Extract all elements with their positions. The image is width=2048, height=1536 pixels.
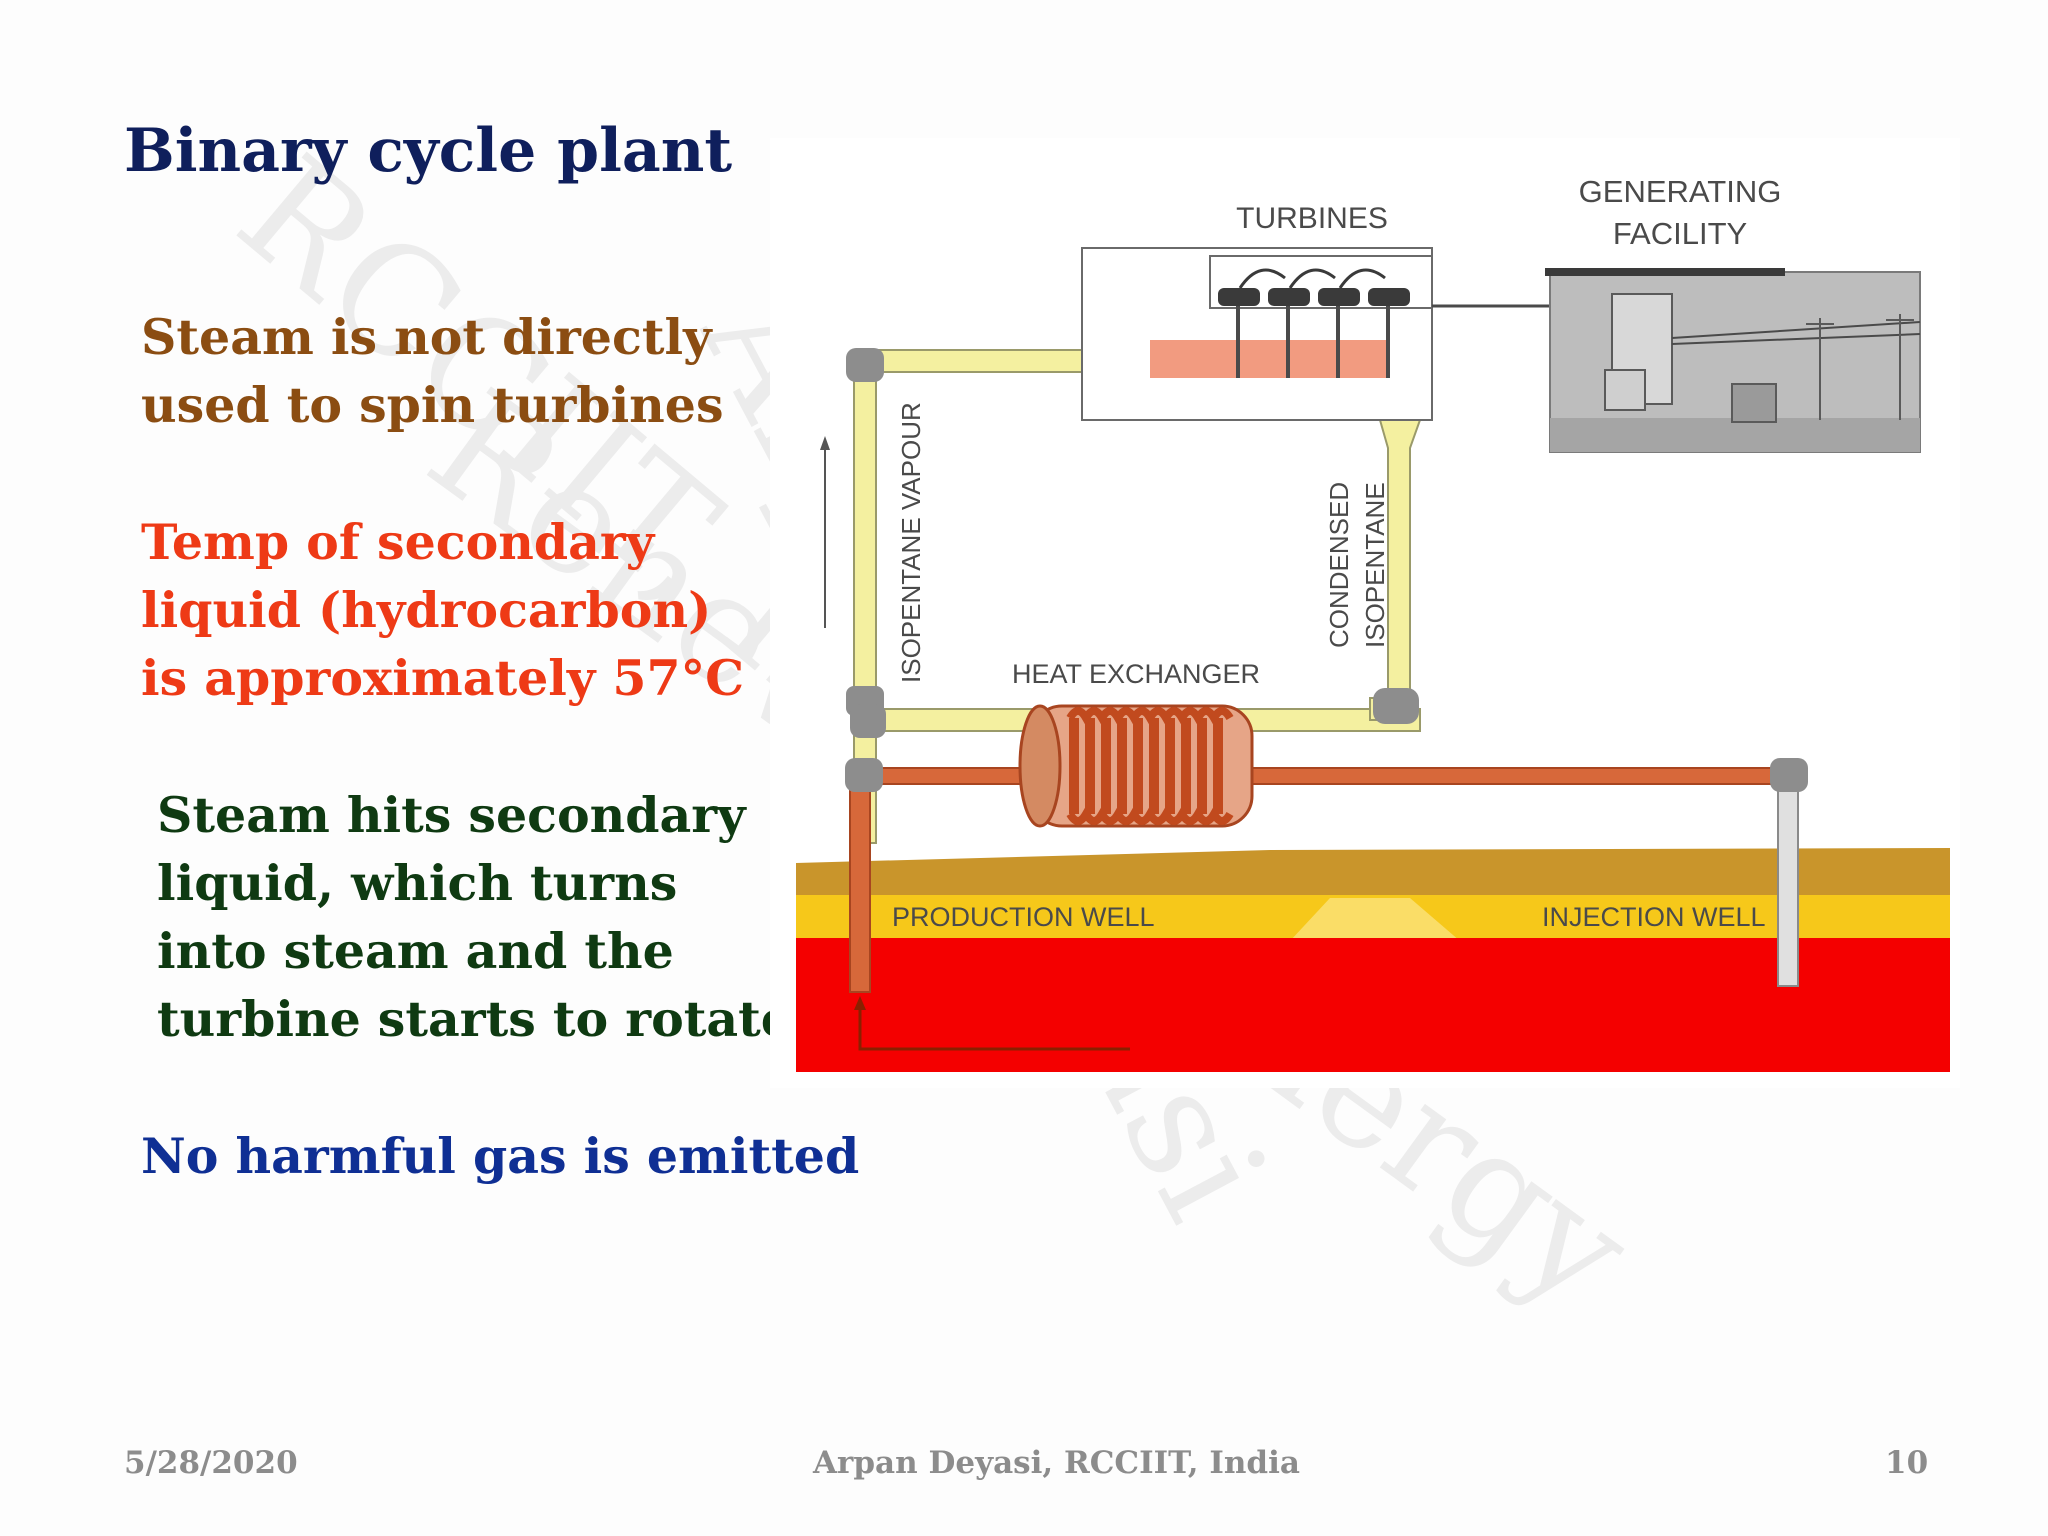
footer-author: Arpan Deyasi, RCCIIT, India xyxy=(813,1445,1300,1481)
bullet-line: No harmful gas is emitted xyxy=(141,1127,860,1185)
bullet-line: liquid, which turns xyxy=(157,854,678,912)
binary-cycle-diagram: TURBINES GENERATING FACILITY ISOPENTANE … xyxy=(770,138,1960,1088)
condensed-isopentane-label-line1: CONDENSED xyxy=(1324,482,1354,648)
bullet-line: Steam hits secondary xyxy=(157,786,746,844)
generating-facility-label-line1: GENERATING xyxy=(1579,174,1782,209)
ground-brown-layer xyxy=(796,848,1950,898)
bullet-line: liquid (hydrocarbon) xyxy=(141,581,712,639)
bullet-line: turbine starts to rotate xyxy=(157,990,792,1048)
transformer-unit xyxy=(1731,383,1777,423)
generating-facility-label-line2: FACILITY xyxy=(1613,216,1747,251)
injection-well-pipe xyxy=(1777,763,1799,987)
pipe-elbow xyxy=(845,758,883,792)
bullet-steam-hits-liquid: Steam hits secondary liquid, which turns… xyxy=(157,781,792,1053)
generating-facility-floor xyxy=(1550,418,1920,452)
generator-unit xyxy=(1604,369,1646,411)
hot-brine-pipe xyxy=(865,767,1787,785)
bullet-line: is approximately 57°C xyxy=(141,649,745,707)
pipe-elbow xyxy=(1373,688,1419,724)
heat-exchanger xyxy=(1018,704,1254,828)
heat-glow xyxy=(1290,898,1460,941)
vapour-flow-arrow-head xyxy=(820,436,830,450)
flow-arrow-head xyxy=(854,996,866,1010)
turbine-units xyxy=(1218,268,1410,378)
bullet-line: Steam is not directly xyxy=(141,308,712,366)
pipe-elbow xyxy=(1770,758,1808,792)
bullet-line: used to spin turbines xyxy=(141,376,724,434)
power-lines xyxy=(1671,314,1921,420)
production-well-pipe xyxy=(849,763,871,993)
slide-title: Binary cycle plant xyxy=(124,116,733,186)
injection-well-label: INJECTION WELL xyxy=(1542,902,1766,932)
turbines-label: TURBINES xyxy=(1236,202,1388,235)
bullet-line: into steam and the xyxy=(157,922,674,980)
steam-glow xyxy=(1150,340,1390,378)
condensed-isopentane-label-line2: ISOPENTANE xyxy=(1360,482,1390,648)
pipe-elbow xyxy=(850,704,886,738)
bullet-secondary-temp: Temp of secondary liquid (hydrocarbon) i… xyxy=(141,508,744,712)
ground-red-layer xyxy=(796,938,1950,1072)
footer-date: 5/28/2020 xyxy=(124,1445,298,1481)
pipe-elbow xyxy=(846,348,884,382)
isopentane-vapour-label: ISOPENTANE VAPOUR xyxy=(896,402,926,683)
footer-page-number: 10 xyxy=(1885,1445,1929,1481)
flow-arrow-underground xyxy=(858,1008,1130,1051)
bullet-no-harmful-gas: No harmful gas is emitted xyxy=(141,1122,859,1190)
bullet-line: Temp of secondary xyxy=(141,513,655,571)
production-well-label: PRODUCTION WELL xyxy=(892,902,1155,932)
generating-facility-roof xyxy=(1545,268,1785,276)
bullet-steam-not-direct: Steam is not directly used to spin turbi… xyxy=(141,303,724,439)
heat-exchanger-label: HEAT EXCHANGER xyxy=(1012,659,1260,689)
